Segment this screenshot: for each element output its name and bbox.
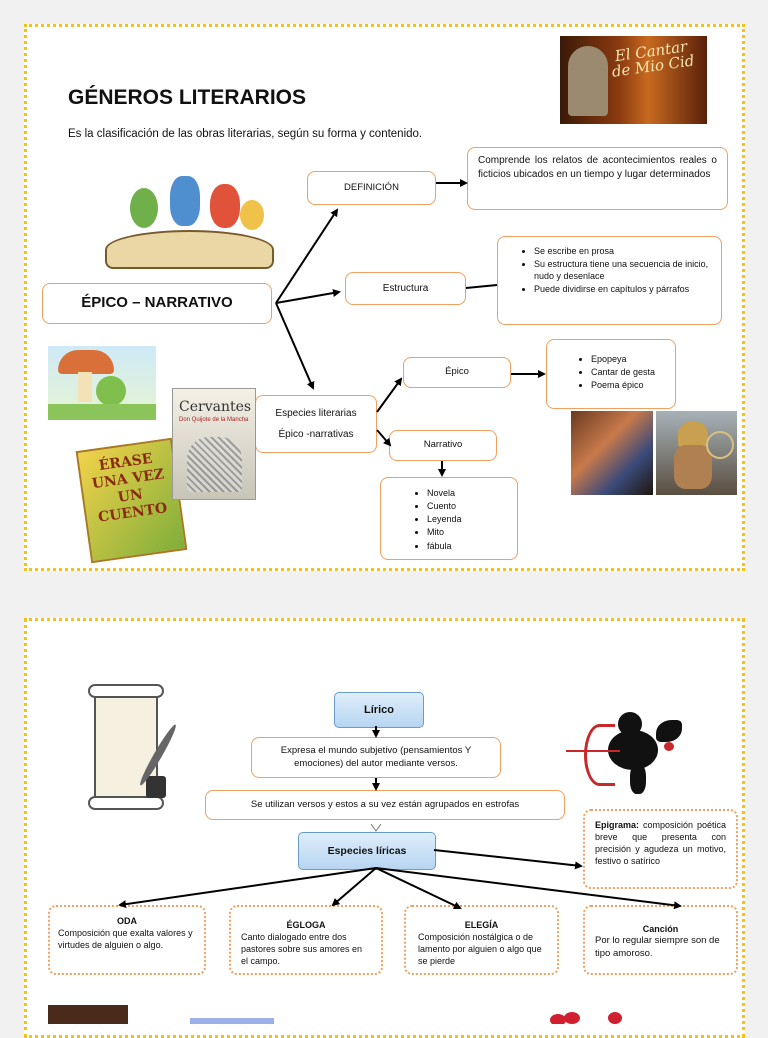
- epigrama-title: Epigrama:: [595, 820, 640, 830]
- epigrama-text: composición poética breve que presenta c…: [595, 820, 726, 867]
- book-cover-title: Don Quijote de la Mancha: [179, 417, 249, 423]
- page-subtitle: Es la clasificación de las obras literar…: [68, 128, 423, 140]
- definicion-text-box: Comprende los relatos de acontecimientos…: [467, 147, 728, 210]
- epico-list-box: Epopeya Cantar de gesta Poema épico: [546, 339, 676, 409]
- greek-warrior-image: [656, 411, 737, 495]
- epico-item: Poema épico: [591, 379, 669, 391]
- definicion-node: DEFINICIÓN: [307, 171, 436, 205]
- oda-box: ODA Composición que exalta valores y vir…: [48, 905, 206, 975]
- open-book-illustration: [100, 170, 275, 270]
- especies-line-1: Especies literarias: [275, 407, 357, 419]
- cancion-title: Canción: [642, 924, 679, 934]
- cancion-box: Canción Por lo regular siempre son de ti…: [583, 905, 738, 975]
- book-cover-author: Cervantes: [179, 399, 252, 415]
- portrait-image: [48, 1005, 128, 1024]
- estructura-item: Su estructura tiene una secuencia de ini…: [534, 258, 711, 282]
- versos-box: Se utilizan versos y estos a su vez está…: [205, 790, 565, 820]
- don-quijote-book-image: Cervantes Don Quijote de la Mancha: [172, 388, 256, 500]
- oda-title: ODA: [117, 916, 137, 926]
- narrativo-item: Cuento: [427, 500, 511, 512]
- egloga-title: ÉGLOGA: [286, 920, 326, 930]
- estructura-item: Puede dividirse en capítulos y párrafos: [534, 283, 711, 295]
- epico-item: Cantar de gesta: [591, 366, 669, 378]
- narrativo-item: Novela: [427, 487, 511, 499]
- scroll-and-quill-image: [74, 680, 192, 816]
- egloga-box: ÉGLOGA Canto dialogado entre dos pastore…: [229, 905, 383, 975]
- hearts-image: [550, 1012, 630, 1024]
- estructura-list-box: Se escribe en prosa Su estructura tiene …: [497, 236, 722, 325]
- elegia-box: ELEGÍA Composición nostálgica o de lamen…: [404, 905, 559, 975]
- estructura-node: Estructura: [345, 272, 466, 305]
- epigrama-box: Epigrama: composición poética breve que …: [583, 809, 738, 889]
- narrativo-node: Narrativo: [389, 430, 497, 461]
- oda-text: Composición que exalta valores y virtude…: [58, 928, 193, 951]
- especies-line-2: Épico -narrativas: [278, 429, 354, 440]
- especies-liricas-node: Especies líricas: [298, 832, 436, 870]
- cartoon-mushroom-image: [48, 346, 156, 420]
- narrativo-item: fábula: [427, 540, 511, 552]
- lirico-node: Lírico: [334, 692, 424, 728]
- blue-image: [190, 1018, 274, 1024]
- elegia-text: Composición nostálgica o de lamento por …: [418, 932, 542, 967]
- narrativo-item: Leyenda: [427, 513, 511, 525]
- cantar-de-mio-cid-image: El Cantar de Mio Cid: [560, 36, 707, 124]
- epico-narrativo-node: ÉPICO – NARRATIVO: [42, 283, 272, 324]
- page-title: GÉNEROS LITERARIOS: [68, 86, 307, 109]
- epic-battle-painting: [571, 411, 653, 495]
- epico-node: Épico: [403, 357, 511, 388]
- narrativo-item: Mito: [427, 526, 511, 538]
- narrativo-list-box: Novela Cuento Leyenda Mito fábula: [380, 477, 518, 560]
- cupid-silhouette-image: [560, 700, 685, 800]
- elegia-title: ELEGÍA: [464, 920, 499, 930]
- epico-item: Epopeya: [591, 353, 669, 365]
- estructura-item: Se escribe en prosa: [534, 245, 711, 257]
- egloga-text: Canto dialogado entre dos pastores sobre…: [241, 932, 363, 967]
- cancion-text: Por lo regular siempre son de tipo amoro…: [595, 935, 720, 959]
